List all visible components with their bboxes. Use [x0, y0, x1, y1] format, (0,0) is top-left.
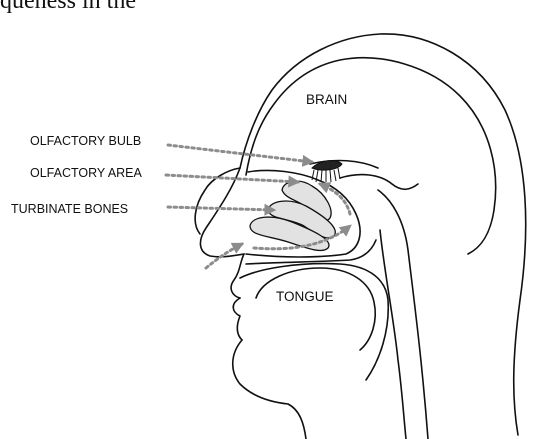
label-turbinate-bones: TURBINATE BONES	[11, 202, 128, 216]
label-tongue: TONGUE	[276, 289, 334, 304]
skull-base	[340, 175, 418, 190]
lower-lip	[233, 298, 242, 340]
oral-cavity-roof	[240, 264, 388, 380]
tongue-outline	[256, 268, 375, 350]
upper-lip	[231, 254, 244, 298]
chin-neck	[233, 340, 306, 439]
label-olfactory-bulb: OLFACTORY BULB	[30, 134, 141, 148]
leader-turbinate-bones	[168, 207, 274, 210]
label-brain: BRAIN	[306, 92, 347, 107]
leader-olfactory-area	[166, 175, 298, 182]
pharynx-wall	[380, 230, 406, 439]
leader-olfactory-bulb	[168, 145, 312, 162]
turbinate-bones	[250, 181, 335, 250]
label-olfactory-area: OLFACTORY AREA	[30, 166, 143, 180]
nose-outline	[200, 168, 244, 257]
